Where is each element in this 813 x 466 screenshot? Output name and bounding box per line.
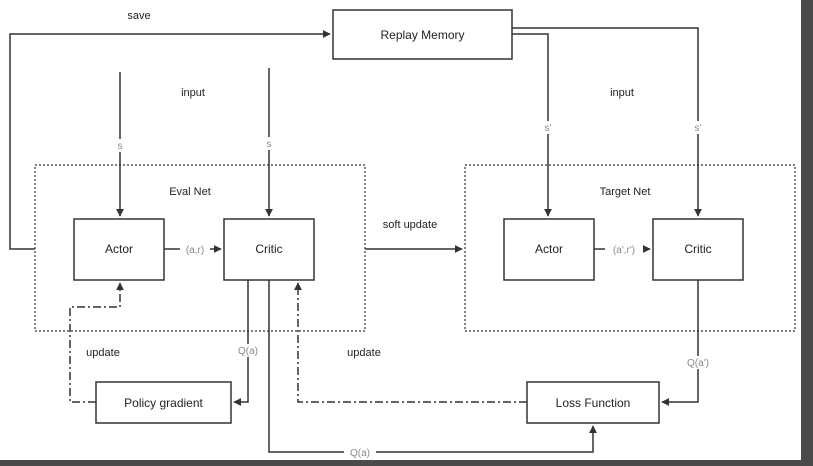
s-critic-label: s	[267, 139, 272, 150]
critic-eval-box	[223, 218, 315, 281]
s-prime-critic-backdrop	[690, 121, 706, 134]
eval-net-title: Eval Net	[169, 186, 211, 198]
actor-eval-label: Actor	[105, 242, 133, 256]
critic-target-label: Critic	[684, 242, 711, 256]
q-a-prime-label: Q(a')	[687, 358, 709, 369]
replay-memory-label: Replay Memory	[380, 28, 464, 42]
actor-target-label: Actor	[535, 242, 563, 256]
update-left-label: update	[86, 347, 120, 359]
a-r-label: (a,r)	[186, 245, 204, 256]
memory-to-target-actor-arrow	[512, 33, 552, 217]
loss-function-label: Loss Function	[556, 396, 631, 410]
input-right-label: input	[610, 87, 634, 99]
s-prime-critic-label: s'	[695, 123, 702, 134]
q-to-loss-arrow	[268, 280, 597, 453]
target-net-frame	[464, 164, 796, 332]
q-a-down-label: Q(a)	[238, 346, 258, 357]
s-actor-backdrop	[113, 139, 127, 152]
a-r-prime-label: (a',r')	[613, 245, 635, 256]
s-prime-actor-backdrop	[540, 121, 556, 134]
eval-net-frame	[34, 164, 366, 332]
save-arrow	[9, 30, 331, 250]
critic-target-box	[652, 218, 744, 281]
memory-to-target-critic-arrow	[512, 27, 702, 217]
target-net-title: Target Net	[600, 186, 651, 198]
actor-target-box	[503, 218, 595, 281]
update-actor-arrow	[69, 282, 124, 403]
input-left-label: input	[181, 87, 205, 99]
q-a-down-backdrop	[231, 344, 265, 357]
s-critic-backdrop	[262, 137, 276, 150]
policy-gradient-label: Policy gradient	[124, 396, 203, 410]
update-right-label: update	[347, 347, 381, 359]
q-to-policy-gradient-arrow	[233, 280, 249, 406]
a-r-prime-backdrop	[605, 243, 643, 256]
s-prime-actor-label: s'	[545, 123, 552, 134]
a-r-backdrop	[180, 243, 210, 256]
soft-update-label: soft update	[383, 219, 437, 231]
s-actor-label: s	[118, 141, 123, 152]
q-a-bottom-label: Q(a)	[350, 448, 370, 459]
critic-eval-label: Critic	[255, 242, 282, 256]
q-prime-to-loss-arrow	[661, 280, 699, 406]
update-critic-arrow	[294, 282, 527, 403]
q-a-bottom-backdrop	[344, 446, 376, 459]
replay-memory-box	[332, 9, 513, 60]
q-a-prime-backdrop	[679, 356, 717, 369]
save-label: save	[127, 10, 150, 22]
